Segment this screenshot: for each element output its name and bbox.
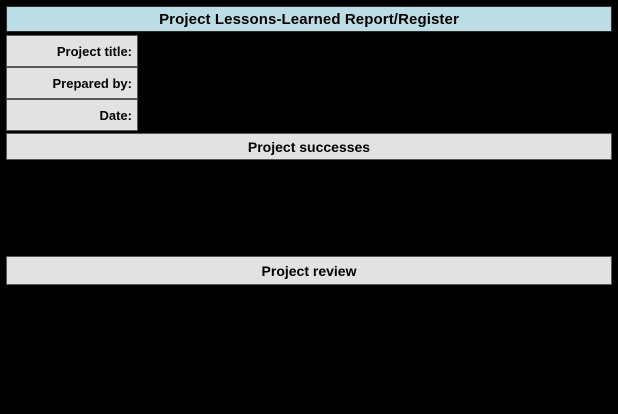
prepared-by-input[interactable] [138, 67, 612, 99]
project-review-textarea[interactable] [6, 285, 612, 408]
date-input[interactable] [138, 99, 612, 131]
project-successes-textarea[interactable] [6, 160, 612, 256]
section-header-project-successes: Project successes [6, 133, 612, 160]
project-title-label: Project title: [6, 35, 138, 67]
project-title-input[interactable] [138, 35, 612, 67]
section-header-project-review: Project review [6, 256, 612, 285]
prepared-by-label: Prepared by: [6, 67, 138, 99]
page-title: Project Lessons-Learned Report/Register [6, 6, 612, 32]
date-label: Date: [6, 99, 138, 131]
